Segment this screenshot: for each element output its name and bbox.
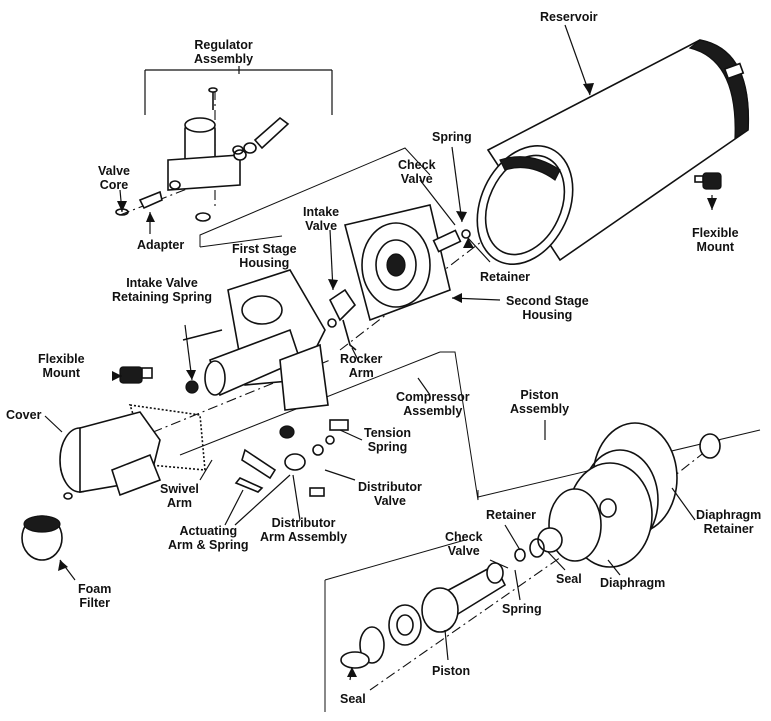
flexible-mount-right-part: [694, 172, 722, 190]
label-diaphragm: Diaphragm: [600, 576, 666, 590]
label-check-valve-top: Check Valve: [398, 158, 436, 186]
rocker-arm-part: [327, 288, 357, 351]
cover-part: [59, 404, 206, 500]
label-reservoir: Reservoir: [540, 10, 598, 24]
distributor-parts: [234, 419, 349, 497]
label-flexible-mount-left: Flexible Mount: [38, 352, 85, 380]
label-swivel-arm: Swivel Arm: [160, 482, 199, 510]
label-retainer-piston: Retainer: [486, 508, 537, 522]
label-flexible-mount-right: Flexible Mount: [692, 226, 739, 254]
label-rocker-arm: Rocker Arm: [340, 352, 383, 380]
retaining-spring-part: [185, 380, 199, 394]
first-stage-housing-part: [182, 269, 329, 411]
label-foam-filter: Foam Filter: [78, 582, 112, 610]
label-intake-valve-retaining-spring: Intake Valve Retaining Spring: [112, 276, 212, 304]
label-adapter: Adapter: [137, 238, 185, 252]
label-compressor-assembly: Compressor Assembly: [396, 390, 470, 418]
arrowheads: [58, 83, 717, 677]
piston-assembly-parts: [340, 422, 721, 669]
label-cover: Cover: [6, 408, 42, 422]
second-stage-housing-part: [344, 204, 471, 322]
label-distributor-arm-assembly: Distributor Arm Assembly: [260, 516, 348, 544]
label-actuating-arm-spring: Actuating Arm & Spring: [168, 524, 249, 552]
label-first-stage-housing: First Stage Housing: [232, 242, 297, 270]
label-spring-top: Spring: [432, 130, 472, 144]
label-seal-right: Seal: [556, 572, 582, 586]
label-tension-spring: Tension Spring: [364, 426, 411, 454]
flexible-mount-left-part: [119, 366, 153, 384]
foam-filter-part: [21, 515, 63, 561]
label-retainer-top: Retainer: [480, 270, 531, 284]
label-valve-core: Valve Core: [98, 164, 130, 192]
regulator-part: [115, 87, 290, 222]
label-regulator-assembly: Regulator Assembly: [194, 38, 254, 66]
label-spring-piston: Spring: [502, 602, 542, 616]
regulator-bracket: [144, 66, 333, 115]
label-piston: Piston: [432, 664, 471, 678]
label-piston-assembly: Piston Assembly: [510, 388, 570, 416]
reservoir-part: [476, 39, 750, 265]
label-distributor-valve: Distributor Valve: [358, 480, 422, 508]
label-diaphragm-retainer: Diaphragm Retainer: [696, 508, 762, 536]
label-intake-valve: Intake Valve: [303, 205, 340, 233]
label-check-valve-piston: Check Valve: [445, 530, 483, 558]
label-second-stage-housing: Second Stage Housing: [506, 294, 589, 322]
label-seal-bottom: Seal: [340, 692, 366, 706]
